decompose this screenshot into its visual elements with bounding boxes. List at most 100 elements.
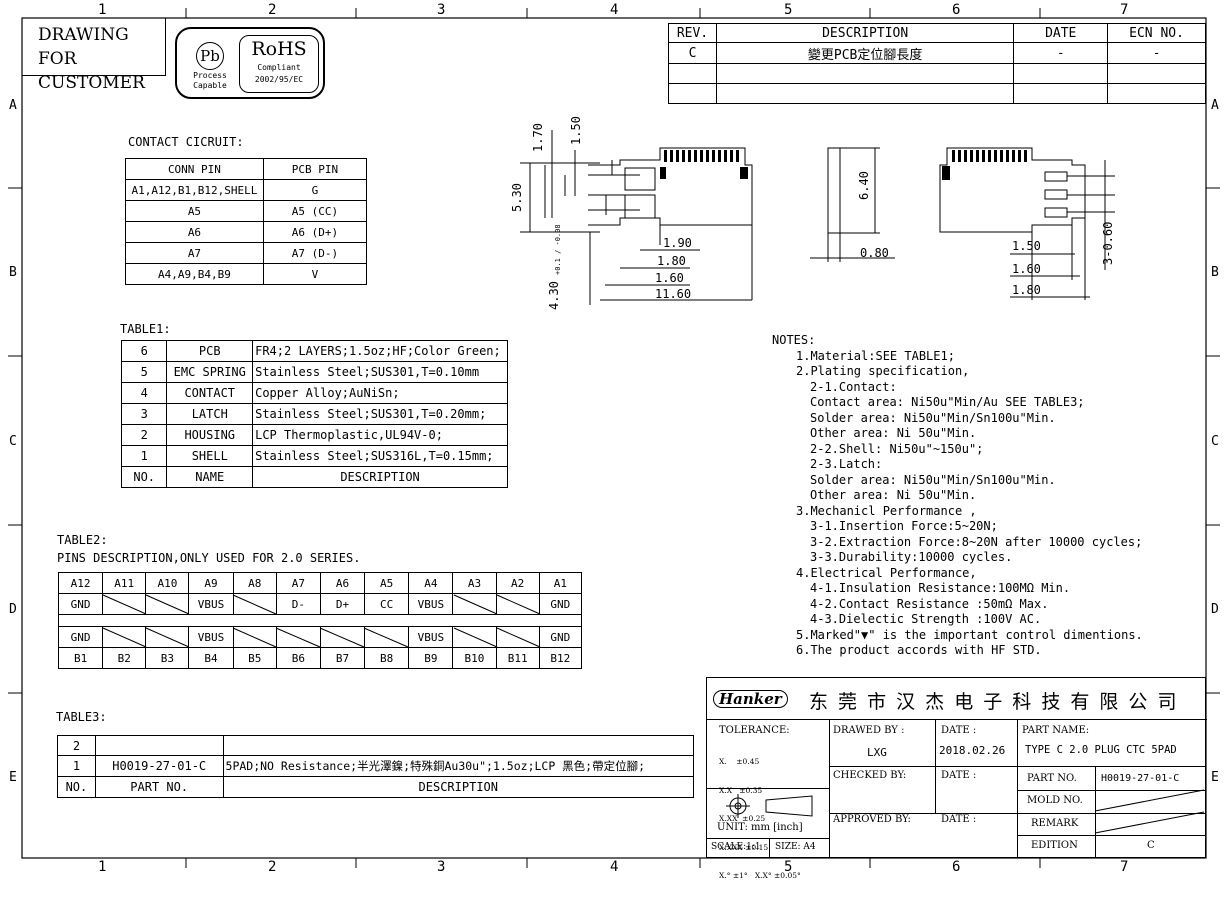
company-row: Hanker 东 莞 市 汉 杰 电 子 科 技 有 限 公 司	[707, 678, 1207, 720]
contact-circuit-title: CONTACT CICRUIT:	[128, 135, 244, 149]
t2-func	[232, 626, 277, 648]
mold-no-label: MOLD NO.	[1027, 795, 1083, 806]
rev-date-cell	[1013, 83, 1109, 104]
note-line: 4-1.Insulation Resistance:100MΩ Min.	[810, 581, 1071, 595]
capable-text: Capable	[193, 81, 227, 90]
note-line: 3-2.Extraction Force:8~20N after 10000 c…	[810, 534, 1143, 549]
row-label-e-right: E	[1211, 770, 1219, 785]
approved-date-label: DATE :	[941, 814, 977, 825]
t1-name: SHELL	[166, 445, 254, 467]
t1-desc: LCP Thermoplastic,UL94V-0;	[252, 424, 508, 446]
t2-pin: A9	[188, 572, 234, 594]
divider	[829, 813, 1017, 814]
tol-xx: X.X ±0.35	[719, 785, 763, 795]
col-label-7-bottom: 7	[1120, 859, 1129, 875]
row-label-c-right: C	[1211, 434, 1219, 449]
t1-no: 4	[120, 382, 168, 404]
process-capable: Process Capable	[187, 71, 233, 91]
conn-pin-cell: A1,A12,B1,B12,SHELL	[125, 179, 264, 201]
tolerance-label: TOLERANCE:	[719, 725, 790, 736]
t1-no: 1	[120, 445, 168, 467]
dim-190: 1.90	[663, 236, 692, 250]
note-line: Solder area: Ni50u"Min/Sn100u"Min.	[810, 472, 1056, 487]
t2-pin: B3	[145, 647, 190, 669]
t2-spacer	[58, 614, 582, 627]
tol-xxx: X.XX ±0.25	[719, 814, 766, 823]
t2-func	[452, 593, 497, 615]
t1-name-header: NAME	[166, 466, 254, 488]
projection-symbol-icon	[726, 794, 813, 818]
edition-label: EDITION	[1031, 840, 1078, 851]
divider	[1017, 835, 1205, 836]
t2-pin: B9	[408, 647, 454, 669]
dim-rear-160: 1.60	[1012, 262, 1041, 276]
divider	[769, 838, 770, 857]
rev-ecn-cell	[1107, 83, 1206, 104]
table2-title: TABLE2:	[57, 533, 108, 547]
t2-func	[145, 626, 190, 648]
dim-rear-060: 3-0.60	[1101, 222, 1115, 265]
t2-func: VBUS	[408, 626, 454, 648]
t2-func: D-	[275, 593, 321, 615]
row-label-b: B	[9, 265, 17, 280]
t3-no: 2	[57, 735, 96, 756]
t2-func	[232, 593, 277, 615]
t1-no: 5	[120, 361, 168, 383]
t2-func: VBUS	[188, 626, 234, 648]
t2-pin: B10	[452, 647, 497, 669]
pb-icon: Pb	[196, 42, 224, 70]
divider	[1017, 813, 1205, 814]
rev-desc-cell	[715, 63, 1015, 84]
t2-func: D+	[319, 593, 366, 615]
t1-desc: Stainless Steel;SUS301,T=0.10mm	[252, 361, 508, 383]
note-line: 5.Marked"▼" is the important control dim…	[796, 627, 1143, 642]
rohs-badge: Pb Process Capable RoHS Compliant 2002/9…	[175, 27, 325, 99]
remark-label: REMARK	[1031, 818, 1079, 829]
compliant-text: Compliant	[257, 63, 301, 72]
t2-spacer-row	[58, 614, 582, 627]
col-label-7: 7	[1120, 2, 1129, 18]
note-line: 2.Plating specification,	[796, 364, 970, 378]
tol-xxxx: X.XXX ±0.15	[719, 842, 769, 852]
col-label-5-bottom: 5	[784, 859, 793, 875]
row-label-a: A	[9, 98, 17, 113]
t3-no-header: NO.	[57, 776, 96, 798]
conn-pin-cell: A4,A9,B4,B9	[125, 263, 264, 285]
t1-name: EMC SPRING	[166, 361, 254, 383]
rev-ecn-cell	[1107, 63, 1206, 84]
t2-func	[102, 626, 147, 648]
note-line: 2-3.Latch:	[810, 457, 883, 471]
note-line: 1.Material:SEE TABLE1;	[796, 348, 955, 363]
pcb-pin-cell: A6 (D+)	[262, 221, 368, 243]
col-label-4-bottom: 4	[610, 859, 619, 875]
date-value: 2018.02.26	[939, 744, 1006, 757]
pcb-pin-header: PCB PIN	[262, 158, 368, 180]
col-label-2-bottom: 2	[268, 859, 277, 875]
divider	[707, 838, 829, 839]
dim-640: 6.40	[857, 171, 871, 200]
table1-title: TABLE1:	[120, 322, 171, 336]
drawn-by-label: DRAWED BY :	[833, 725, 905, 736]
edition-value: C	[1147, 840, 1155, 851]
t2-pin: B6	[275, 647, 321, 669]
title-block: Hanker 东 莞 市 汉 杰 电 子 科 技 有 限 公 司 TOLERAN…	[706, 677, 1207, 880]
dim-430: 4.30	[547, 281, 561, 310]
note-line: Contact area: Ni50u"Min/Au SEE TABLE3;	[810, 395, 1085, 409]
t2-pin: A11	[102, 572, 147, 594]
t1-name: CONTACT	[166, 382, 254, 404]
row-label-b-right: B	[1211, 265, 1219, 280]
pcb-pin-cell: V	[262, 263, 368, 285]
t1-no: 2	[120, 424, 168, 446]
t2-func: CC	[364, 593, 410, 615]
t2-func	[495, 593, 540, 615]
dim-180: 1.80	[657, 254, 686, 268]
t1-desc: FR4;2 LAYERS;1.5oz;HF;Color Green;	[252, 340, 508, 362]
t3-part-header: PART NO.	[94, 776, 224, 798]
note-line: 3-1.Insertion Force:5~20N;	[810, 519, 998, 533]
t2-func: GND	[538, 593, 583, 615]
